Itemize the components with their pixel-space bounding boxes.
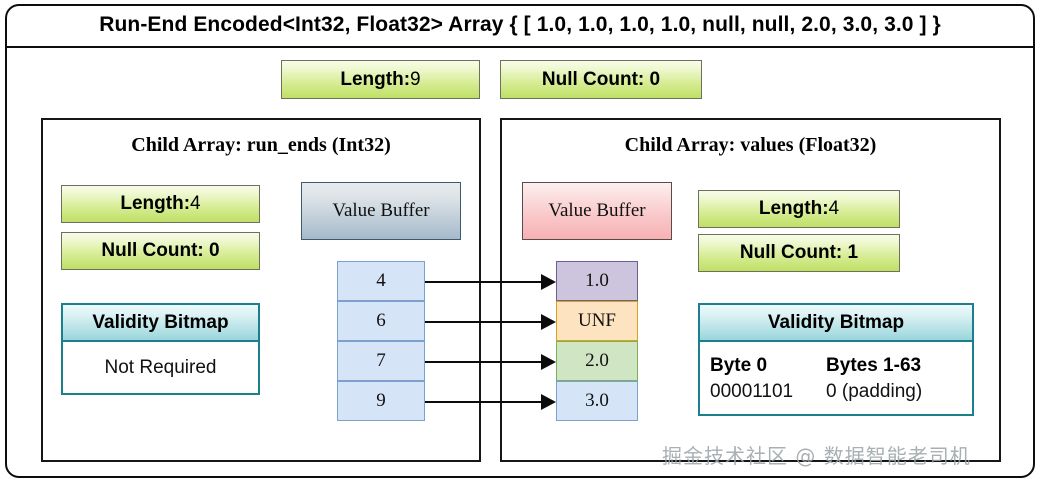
- run-ends-cell: 4: [337, 261, 425, 301]
- run-end-link-arrow-line: [425, 361, 541, 363]
- watermark: 掘金技术社区 @ 数据智能老司机: [662, 444, 971, 468]
- values-validity-bitmap-table: Byte 0 Bytes 1-63 00001101 0 (padding): [700, 342, 972, 414]
- table-row: Byte 0 Bytes 1-63: [710, 355, 962, 381]
- values-cell: 1.0: [556, 261, 638, 301]
- cell-byte0-value: 00001101: [710, 381, 794, 402]
- run-ends-value-buffer-label: Value Buffer: [332, 200, 430, 221]
- run-end-link-arrow-head: [541, 314, 556, 330]
- page-title: Run-End Encoded<Int32, Float32> Array { …: [99, 13, 941, 36]
- values-value-buffer-label: Value Buffer: [548, 200, 646, 221]
- values-length-value: 4: [828, 198, 840, 219]
- values-length-label: Length: [758, 198, 823, 219]
- column-header-bytes-1-63: Bytes 1-63: [826, 355, 922, 376]
- run-end-link-arrow-head: [541, 394, 556, 410]
- run-end-link-arrow-head: [541, 274, 556, 290]
- values-length-badge: Length: 4: [698, 190, 900, 228]
- run-ends-length-sep: :: [183, 193, 191, 214]
- run-ends-null-count-badge: Null Count: 0: [61, 232, 260, 270]
- run-ends-validity-bitmap: Validity Bitmap Not Required: [61, 303, 260, 395]
- run-ends-cell-value: 9: [376, 390, 386, 411]
- run-ends-cell: 9: [337, 381, 425, 421]
- table-row: 00001101 0 (padding): [710, 381, 962, 403]
- run-ends-cell: 7: [337, 341, 425, 381]
- run-ends-cell-value: 7: [376, 350, 386, 371]
- run-ends-validity-bitmap-header: Validity Bitmap: [63, 305, 258, 342]
- values-cell: 2.0: [556, 341, 638, 381]
- values-cell: UNF: [556, 301, 638, 341]
- run-ends-length-value: 4: [190, 193, 201, 214]
- run-end-link-arrow-line: [425, 321, 541, 323]
- values-null-count-label: Null Count: 1: [739, 242, 859, 263]
- array-null-count-label: Null Count: 0: [541, 68, 661, 90]
- run-ends-length-badge: Length: 4: [61, 185, 260, 223]
- values-cell-value: 2.0: [585, 350, 609, 371]
- array-length-badge: Length: 9: [281, 60, 480, 99]
- column-header-byte0: Byte 0: [710, 355, 768, 376]
- run-end-link-arrow-line: [425, 401, 541, 403]
- run-ends-length-label: Length: [120, 193, 184, 214]
- title-bar: Run-End Encoded<Int32, Float32> Array { …: [5, 4, 1035, 48]
- run-ends-validity-bitmap-body: Not Required: [104, 356, 217, 378]
- run-ends-cell-value: 4: [376, 270, 386, 291]
- cell-bytes-1-63-value: 0 (padding): [826, 381, 923, 402]
- values-cell: 3.0: [556, 381, 638, 421]
- array-length-sep: :: [403, 68, 411, 90]
- array-length-value: 9: [410, 68, 421, 90]
- values-null-count-badge: Null Count: 1: [698, 234, 900, 272]
- run-ends-null-count-label: Null Count: 0: [101, 240, 220, 261]
- values-cell-value: UNF: [577, 310, 616, 331]
- values-length-sep: :: [822, 198, 829, 219]
- run-ends-cell: 6: [337, 301, 425, 341]
- run-end-link-arrow-head: [541, 354, 556, 370]
- values-cell-value: 3.0: [585, 390, 609, 411]
- run-ends-cell-value: 6: [376, 310, 386, 331]
- run-ends-panel-title: Child Array: run_ends (Int32): [131, 134, 391, 156]
- run-ends-value-buffer: Value Buffer: [301, 182, 461, 240]
- values-validity-bitmap-header: Validity Bitmap: [700, 305, 972, 342]
- array-length-label: Length: [340, 68, 404, 90]
- values-panel-title: Child Array: values (Float32): [624, 134, 877, 156]
- array-null-count-badge: Null Count: 0: [500, 60, 702, 99]
- values-cell-value: 1.0: [585, 270, 609, 291]
- values-value-buffer: Value Buffer: [522, 182, 672, 240]
- values-validity-bitmap: Validity Bitmap Byte 0 Bytes 1-63 000011…: [698, 303, 974, 416]
- run-end-link-arrow-line: [425, 281, 541, 283]
